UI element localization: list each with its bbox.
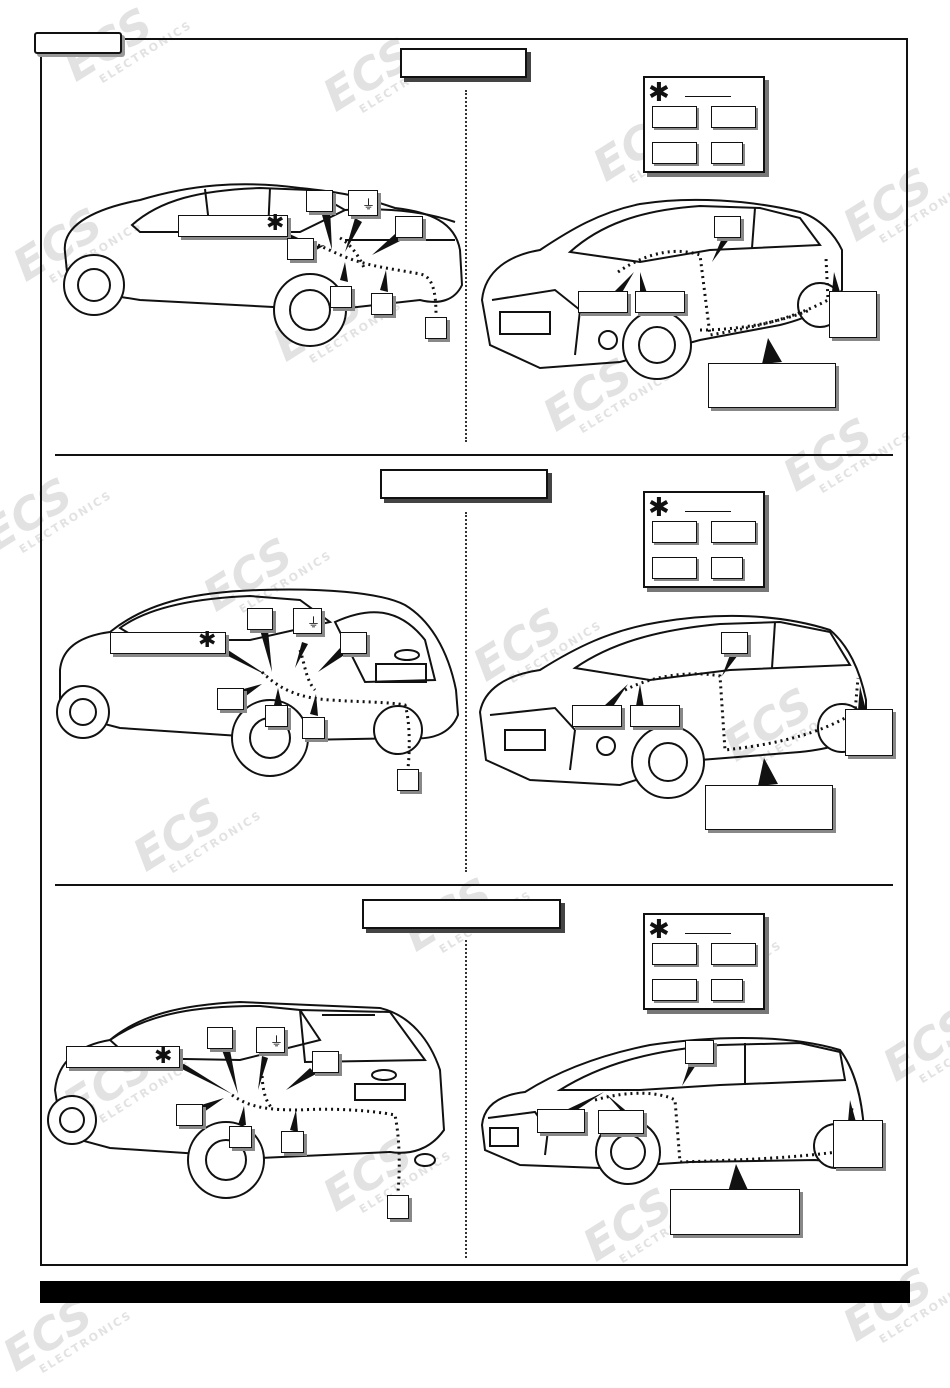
- legend-cell: [711, 557, 743, 579]
- legend-title-line: [685, 96, 731, 97]
- sedan-rear-label-4: [330, 286, 352, 308]
- legend-cell: [652, 106, 697, 128]
- estate-front-label-5: [670, 1189, 800, 1235]
- sedan-rear-label-3: [287, 238, 314, 260]
- hatchback-rear-label-5: [302, 717, 325, 739]
- asterisk-icon: ✱: [154, 1044, 173, 1069]
- ground-icon: ⏚: [270, 1034, 284, 1049]
- estate-front-label-1: [685, 1040, 714, 1064]
- sedan-front-label-5: [708, 363, 836, 408]
- hatchback-rear-label-1: [247, 608, 273, 630]
- section-divider: [55, 454, 893, 456]
- sedan-front-label-3: [635, 291, 685, 313]
- ground-icon: ⏚: [307, 615, 321, 630]
- sedan-rear-label-main: [178, 215, 288, 237]
- center-divider: [465, 940, 467, 1258]
- section-title-estate: [362, 899, 561, 929]
- hatchback-front-label-1: [721, 632, 748, 654]
- estate-rear-label-3: [176, 1104, 203, 1126]
- estate-front-label-2: [537, 1109, 585, 1133]
- hatchback-front-label-2: [572, 705, 622, 727]
- hatchback-front-label-4: [845, 709, 893, 756]
- estate-rear-label-4: [229, 1126, 252, 1148]
- legend-box-sedan: ✱: [643, 76, 765, 173]
- legend-title-line: [685, 933, 731, 934]
- asterisk-icon: ✱: [648, 78, 670, 108]
- hatchback-front-label-5: [705, 785, 833, 830]
- hatchback-front-label-3: [630, 705, 680, 727]
- estate-rear-label-earth: ⏚: [256, 1027, 285, 1053]
- estate-rear-label-2: [312, 1051, 339, 1073]
- legend-cell: [711, 943, 756, 965]
- legend-cell: [652, 943, 697, 965]
- center-divider: [465, 90, 467, 442]
- estate-front-label-4: [833, 1120, 883, 1168]
- hatchback-rear-label-3: [217, 688, 244, 710]
- estate-rear-label-6: [387, 1195, 409, 1219]
- hatchback-rear-label-6: [397, 769, 419, 791]
- hatchback-rear-label-2: [340, 632, 367, 654]
- sedan-rear-label-6: [425, 317, 447, 339]
- legend-box-estate: ✱: [643, 913, 765, 1010]
- estate-front-car: [480, 1037, 866, 1192]
- asterisk-icon: ✱: [648, 915, 670, 945]
- legend-cell: [711, 979, 743, 1001]
- sedan-front-label-2: [578, 291, 628, 313]
- estate-rear-label-1: [207, 1027, 233, 1049]
- sedan-rear-label-earth: ⏚: [348, 190, 378, 216]
- hatchback-rear-label-4: [265, 705, 288, 727]
- legend-cell: [711, 521, 756, 543]
- legend-cell: [711, 106, 756, 128]
- sedan-rear-label-1: [306, 190, 333, 212]
- legend-title-line: [685, 511, 731, 512]
- ground-icon: ⏚: [362, 197, 376, 212]
- hatchback-rear-label-main: [110, 632, 226, 654]
- legend-cell: [652, 142, 697, 164]
- sedan-front-label-1: [714, 216, 741, 238]
- legend-box-hatchback: ✱: [643, 491, 765, 588]
- hatchback-front-car: [478, 614, 867, 799]
- estate-front-label-3: [598, 1110, 644, 1134]
- legend-cell: [652, 521, 697, 543]
- diagram-frame: [40, 38, 908, 1266]
- estate-rear-car: [47, 1000, 446, 1199]
- sedan-front-label-4: [829, 291, 877, 338]
- section-title-sedan: [400, 48, 527, 78]
- hatchback-rear-car: [56, 588, 460, 777]
- hatchback-rear-label-earth: ⏚: [293, 608, 322, 634]
- footer-bar: [40, 1281, 910, 1303]
- legend-cell: [652, 557, 697, 579]
- center-divider: [465, 512, 467, 872]
- sedan-rear-label-2: [395, 216, 423, 238]
- legend-cell: [652, 979, 697, 1001]
- estate-rear-label-5: [281, 1131, 304, 1153]
- section-title-hatchback: [380, 469, 548, 499]
- sedan-rear-label-5: [371, 293, 393, 315]
- asterisk-icon: ✱: [198, 628, 217, 653]
- estate-rear-label-main: [66, 1046, 180, 1068]
- asterisk-icon: ✱: [266, 211, 285, 236]
- section-divider: [55, 884, 893, 886]
- asterisk-icon: ✱: [648, 493, 670, 523]
- page-tag: [34, 32, 122, 54]
- legend-cell: [711, 142, 743, 164]
